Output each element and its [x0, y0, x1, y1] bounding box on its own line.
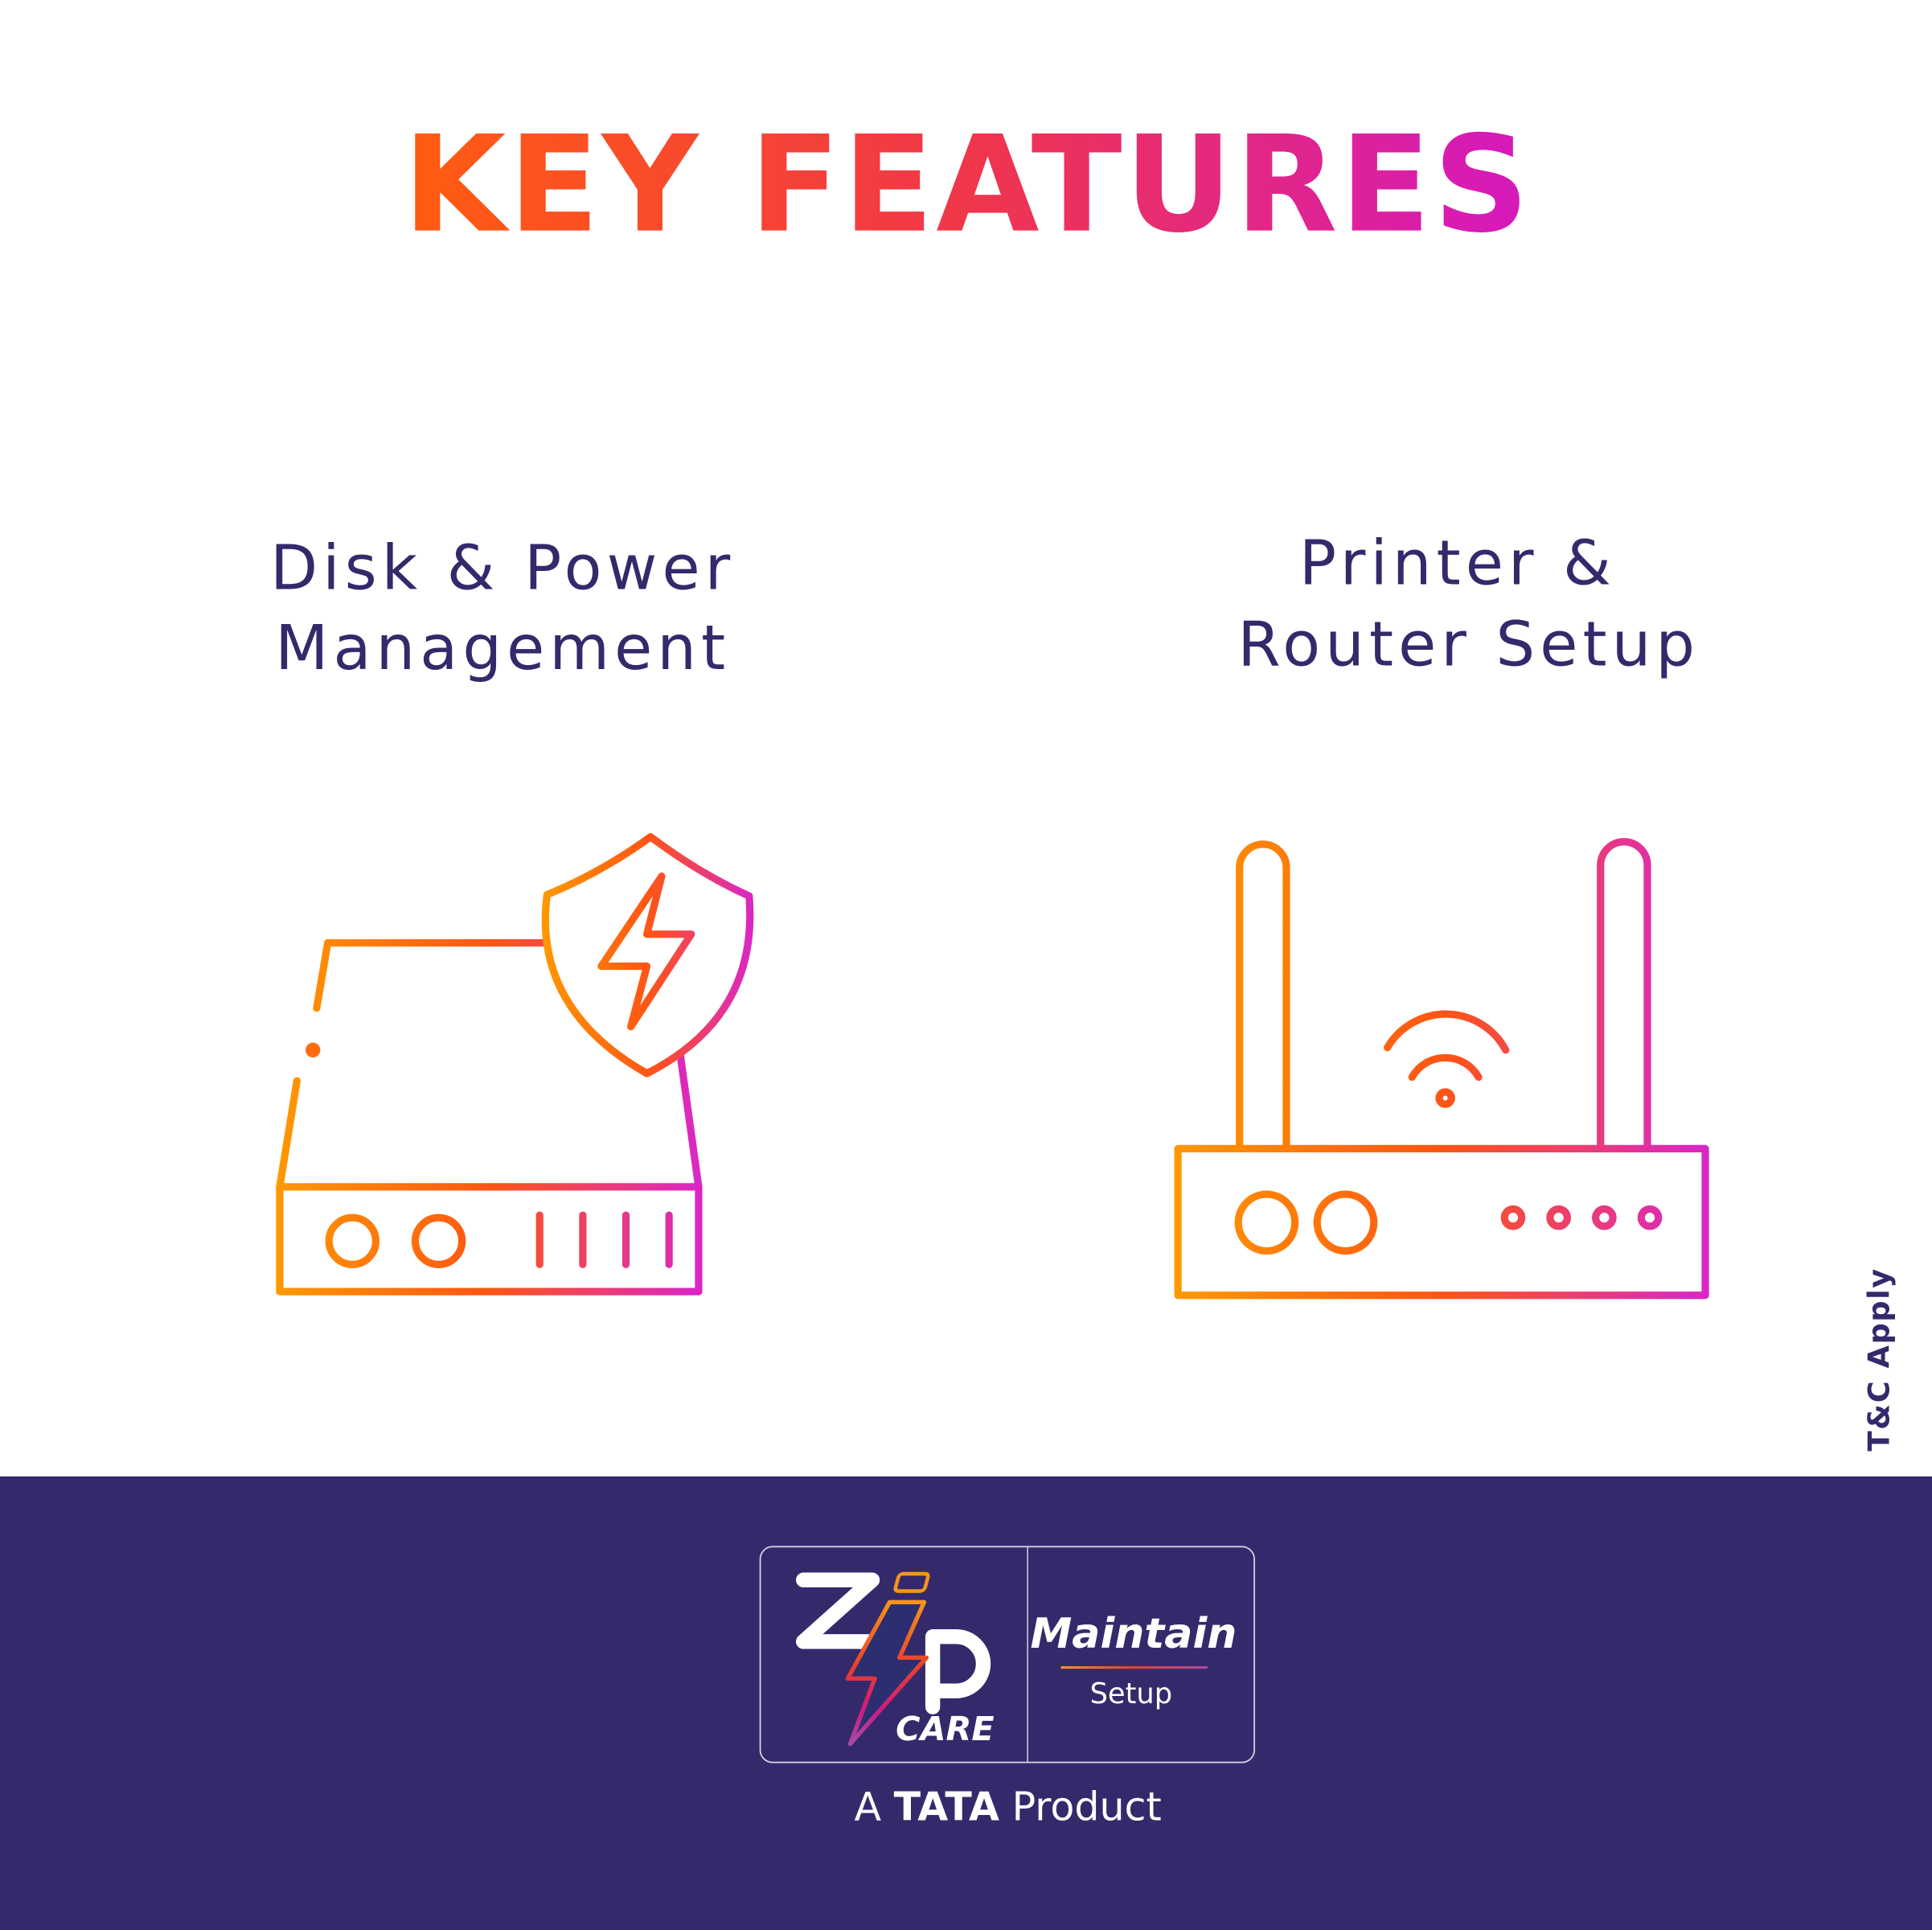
- feature-title-disk-line2: Management: [275, 613, 730, 684]
- hard-drive-shield-bolt-icon: [276, 833, 754, 1296]
- tata-logo: TATA: [894, 1784, 999, 1830]
- page-title: KEY FEATURES: [403, 108, 1532, 263]
- feature-title-disk-line1: Disk & Power: [270, 533, 735, 605]
- tata-product-tagline: A TATA Product: [854, 1784, 1161, 1830]
- terms-disclaimer: T&C Apply: [1861, 1267, 1896, 1451]
- feature-title-router-line1: Printer &: [1299, 528, 1616, 599]
- logo-care-text: CARE: [896, 1710, 994, 1748]
- zip-logo-icon: CARE: [796, 1571, 995, 1748]
- feature-title-router-line2: Router Setup: [1237, 610, 1700, 681]
- tagline-product: Product: [1012, 1784, 1162, 1830]
- plan-name: Maintain: [1030, 1610, 1237, 1658]
- zip-care-logo-box: CARE Maintain Setup: [759, 1546, 1256, 1764]
- plan-type: Setup: [1090, 1677, 1173, 1710]
- tagline-a: A: [854, 1784, 881, 1830]
- wifi-router-icon: [1174, 838, 1709, 1300]
- footer-band: [0, 1476, 1932, 1930]
